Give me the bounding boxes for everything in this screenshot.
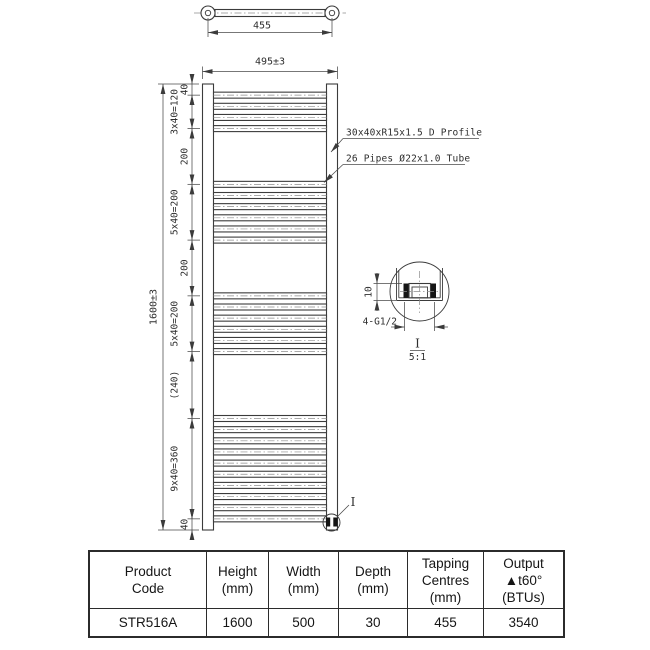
header-height: Height (mm) xyxy=(207,552,269,609)
detail-view: 10 4-G1/2 I 5:1 xyxy=(363,261,450,363)
leader-line xyxy=(323,164,344,183)
value-width: 500 xyxy=(269,609,339,636)
thread-note: 4-G1/2 xyxy=(363,317,397,328)
height-dim: 1600±3 xyxy=(149,289,160,325)
top-view-right-fitting-bore xyxy=(328,9,336,17)
value-output: 3540 xyxy=(508,615,539,630)
chain-dim-label: (240) xyxy=(170,371,181,400)
pipe-group xyxy=(212,91,328,523)
header-tapping-centres: Tapping Centres (mm) xyxy=(408,552,484,609)
chain-dim-label: 40 xyxy=(180,84,191,96)
chain-dim-label: 5x40=200 xyxy=(170,301,181,347)
detail-ref-label: I xyxy=(351,495,356,509)
top-view-right-fitting xyxy=(324,5,340,21)
leader-line xyxy=(330,138,344,153)
profile-note-text: 30x40xR15x1.5 D Profile xyxy=(346,128,482,139)
chain-dim-label: 9x40=360 xyxy=(170,446,181,492)
chain-dimensions: 403x40=1202005x40=2002005x40=200(240)9x4… xyxy=(170,74,200,540)
value-product-code: STR516A xyxy=(90,609,207,636)
leader-line xyxy=(337,504,350,517)
chain-dim-label: 200 xyxy=(180,148,191,165)
pipes-note-text: 26 Pipes Ø22x1.0 Tube xyxy=(346,154,470,165)
header-width: Width (mm) xyxy=(269,552,339,609)
bushing-wall xyxy=(326,517,331,527)
chain-dim-label: 40 xyxy=(180,518,191,530)
top-view: 455 xyxy=(194,5,346,37)
spec-table: Product Code Height (mm) Width (mm) Dept… xyxy=(88,550,565,638)
detail-callout: I xyxy=(322,495,356,532)
header-depth: Depth (mm) xyxy=(339,552,408,609)
detail-scale: 5:1 xyxy=(409,352,426,363)
chain-dim-label: 200 xyxy=(180,259,191,276)
bushing-wall xyxy=(403,283,409,298)
front-view: 495±3 1600±3 403x40=1202005x40=2002005x4… xyxy=(149,57,482,540)
left-rail xyxy=(201,83,215,531)
width-dim: 495±3 xyxy=(255,57,285,68)
bushing-wall xyxy=(430,283,436,298)
profile-annotation: 30x40xR15x1.5 D Profile xyxy=(330,128,482,153)
detail-callout-circle xyxy=(322,513,341,532)
tapping-centres-dim: 455 xyxy=(253,21,271,32)
bushing-wall xyxy=(333,517,338,527)
chain-dim-label: 3x40=120 xyxy=(170,89,181,135)
header-output: Output ▲t60° (BTUs) xyxy=(484,552,563,609)
value-tapping-centres: 455 xyxy=(408,609,484,636)
top-view-left-fitting xyxy=(200,5,216,21)
detail-boundary-circle xyxy=(389,261,450,322)
pipes-annotation: 26 Pipes Ø22x1.0 Tube xyxy=(323,154,470,183)
detail-height-dim: 10 xyxy=(364,286,375,298)
top-view-left-fitting-bore xyxy=(204,9,212,17)
value-height: 1600 xyxy=(207,609,269,636)
header-product-code: Product Code xyxy=(90,552,207,609)
chain-dim-label: 5x40=200 xyxy=(170,189,181,235)
detail-title: I xyxy=(415,337,420,351)
value-depth: 30 xyxy=(339,609,408,636)
